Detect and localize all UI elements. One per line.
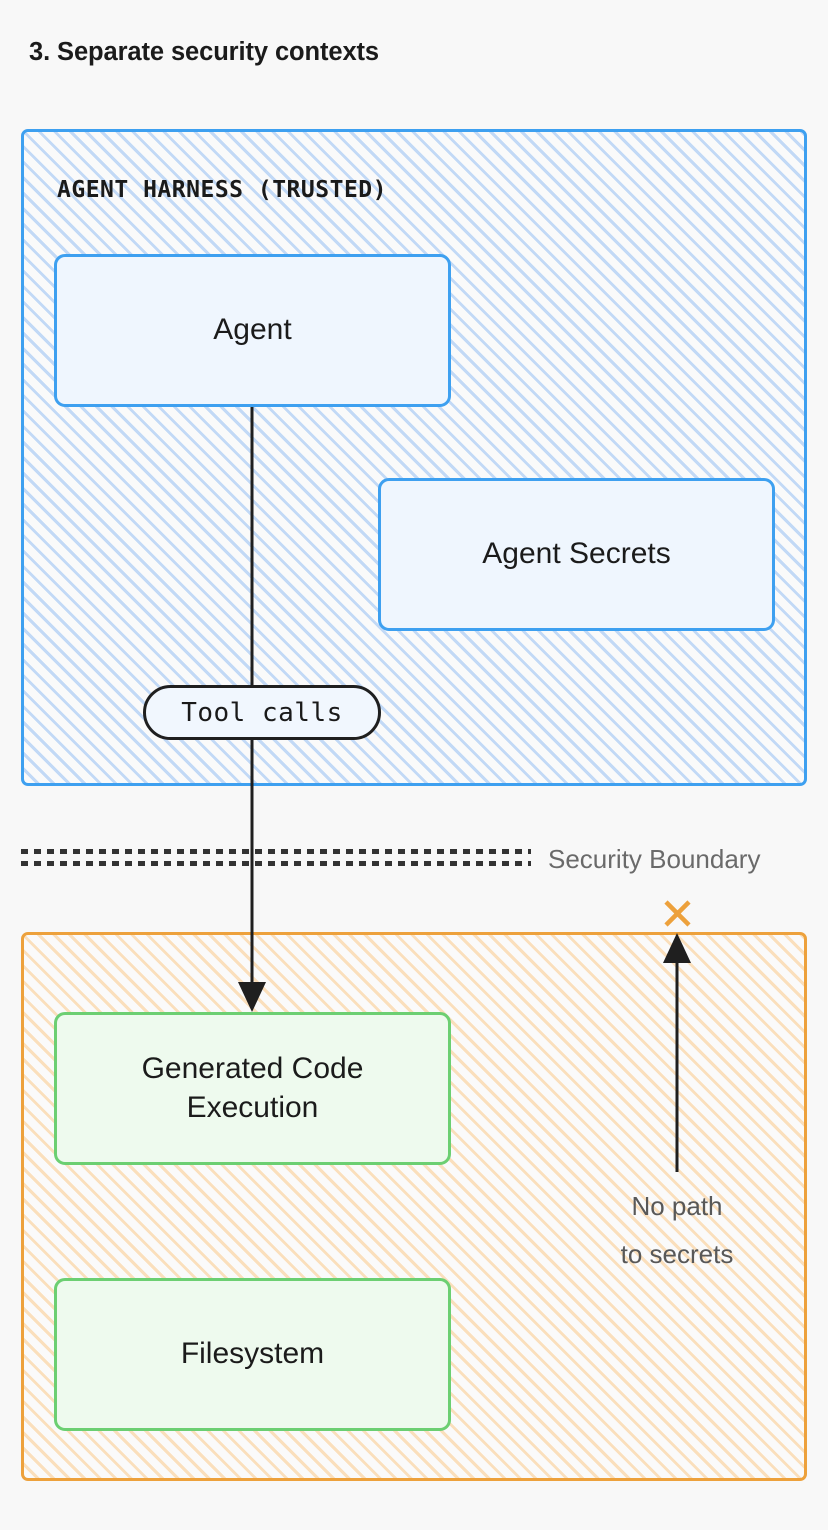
node-agent[interactable]: Agent — [54, 254, 451, 407]
node-agent-secrets-label: Agent Secrets — [482, 537, 671, 571]
no-path-caption-line2: to secrets — [620, 1239, 734, 1270]
node-generated-code-execution[interactable]: Generated Code Execution — [54, 1012, 451, 1165]
node-generated-code-execution-label-line1: Generated Code — [141, 1052, 364, 1086]
node-filesystem-label: Filesystem — [180, 1337, 325, 1371]
zone-agent-harness-trusted: AGENT HARNESS (TRUSTED) — [21, 129, 807, 786]
security-boundary-line — [21, 849, 531, 874]
security-boundary-dot-row-top — [21, 849, 531, 854]
node-agent-secrets[interactable]: Agent Secrets — [378, 478, 775, 631]
security-boundary-dot-row-bottom — [21, 861, 531, 866]
no-path-to-secrets-caption: No path to secrets — [577, 1182, 777, 1278]
node-agent-label: Agent — [213, 313, 292, 347]
node-generated-code-execution-label: Generated Code Execution — [142, 1050, 364, 1127]
node-filesystem[interactable]: Filesystem — [54, 1278, 451, 1431]
node-generated-code-execution-label-line2: Execution — [186, 1090, 319, 1124]
security-boundary-label: Security Boundary — [548, 844, 761, 874]
page-title: 3. Separate security contexts — [29, 38, 380, 66]
denied-x-icon — [664, 900, 691, 927]
zone-label-trusted: AGENT HARNESS (TRUSTED) — [57, 177, 387, 203]
tool-calls-pill-label: Tool calls — [181, 697, 343, 728]
tool-calls-pill[interactable]: Tool calls — [143, 685, 381, 740]
no-path-caption-line1: No path — [631, 1191, 723, 1221]
